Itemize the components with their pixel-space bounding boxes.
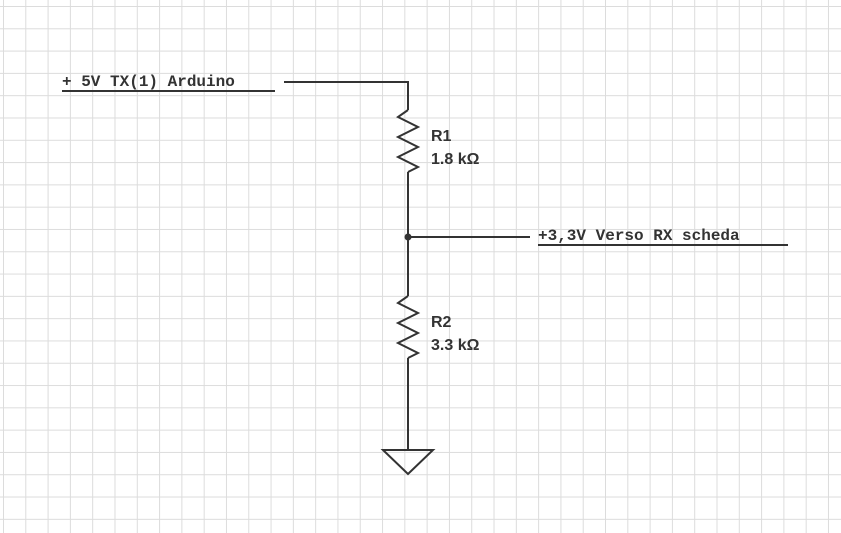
r1-value: 1.8 kΩ (431, 151, 480, 168)
output-net-label: +3,3V Verso RX scheda (538, 227, 740, 245)
input-net-label: + 5V TX(1) Arduino (62, 73, 235, 91)
ground-icon (380, 449, 436, 476)
r2-name: R2 (431, 314, 452, 331)
r1-name: R1 (431, 128, 452, 145)
r2-resistor-symbol (395, 295, 421, 359)
r2-value: 3.3 kΩ (431, 337, 480, 354)
r1-resistor-symbol (395, 109, 421, 173)
input-wire (284, 81, 409, 110)
